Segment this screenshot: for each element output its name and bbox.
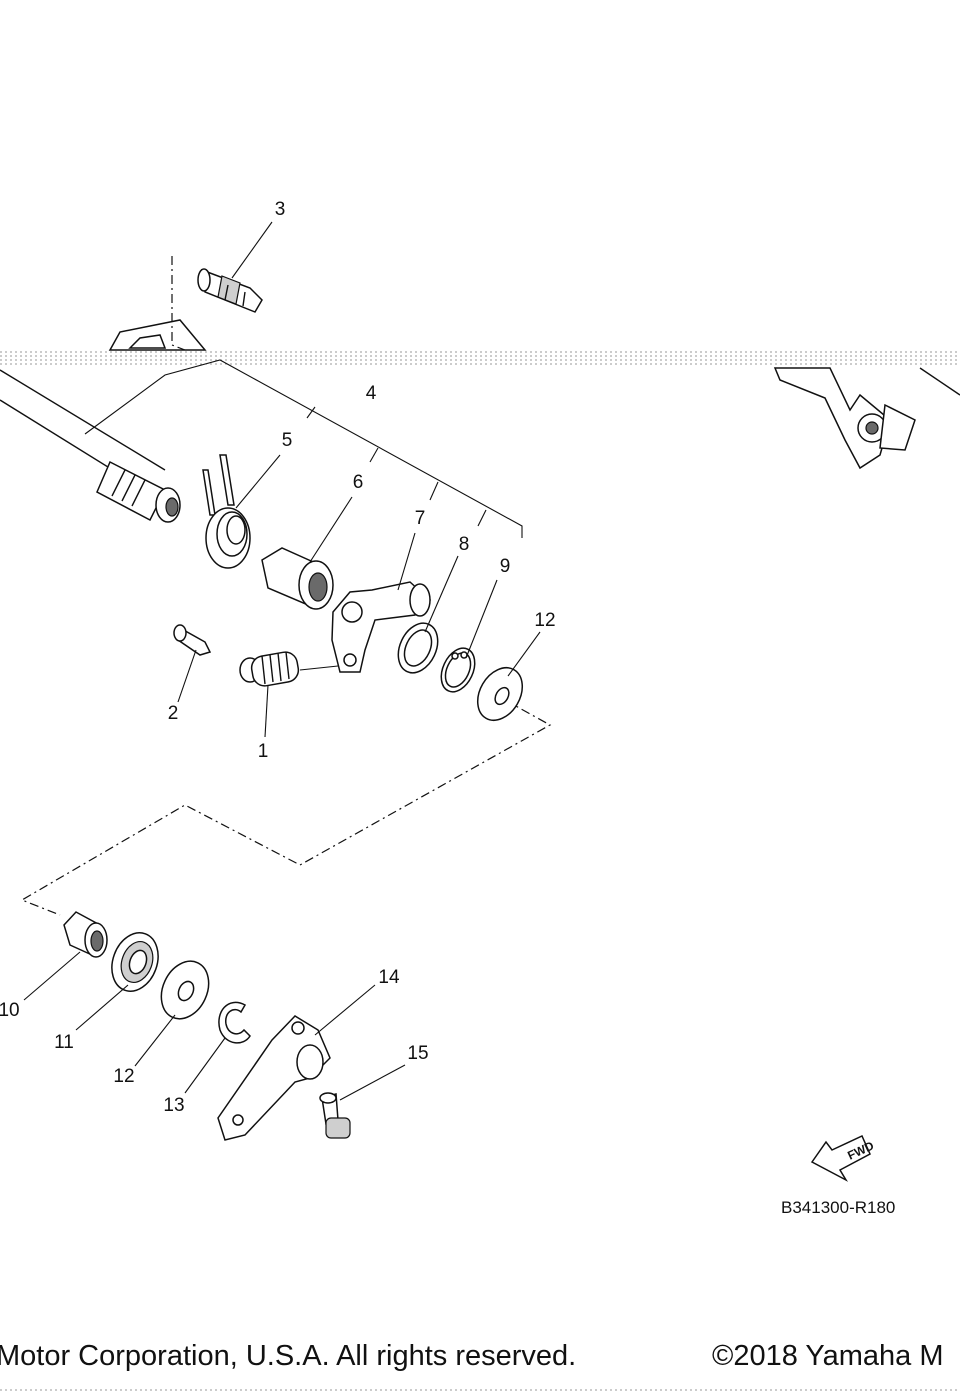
part-5-spring — [202, 454, 251, 569]
callout-2: 2 — [168, 703, 179, 724]
callout-13: 13 — [163, 1095, 184, 1116]
part-1-spring — [239, 651, 300, 687]
part-11-bearing — [111, 932, 159, 992]
callout-9: 9 — [500, 556, 511, 577]
callout-12-lower: 12 — [113, 1066, 134, 1087]
part-14-lever — [217, 1015, 331, 1141]
callout-6: 6 — [353, 472, 364, 493]
leader-lines — [23, 221, 541, 1101]
callout-7: 7 — [415, 508, 426, 529]
scan-noise-band — [0, 351, 960, 1391]
part-10-bearing — [63, 911, 108, 958]
part-2-pin — [173, 624, 212, 656]
part-7-arm — [331, 581, 432, 673]
callout-12-upper: 12 — [534, 610, 555, 631]
copyright-left: Motor Corporation, U.S.A. All rights res… — [0, 1340, 577, 1372]
fwd-arrow-icon: FWD — [810, 1134, 876, 1182]
drawing-code: B341300-R180 — [781, 1198, 895, 1217]
shift-shaft — [0, 369, 181, 523]
callout-11: 11 — [54, 1032, 74, 1053]
part-3-bolt — [197, 268, 263, 313]
callout-14: 14 — [378, 967, 400, 988]
callout-8: 8 — [459, 534, 470, 555]
callout-5: 5 — [282, 430, 293, 451]
shift-lever-assembly — [773, 367, 960, 470]
part-13-clip — [218, 1001, 251, 1044]
callout-10: 10 — [0, 1000, 20, 1021]
callout-4: 4 — [366, 383, 377, 404]
callout-15: 15 — [407, 1043, 428, 1064]
part-8-washer — [397, 622, 439, 674]
stopper-bracket — [108, 319, 207, 351]
copyright-right: ©2018 Yamaha M — [712, 1340, 944, 1372]
guide-line-middle — [20, 699, 552, 916]
part-9-circlip — [440, 647, 476, 693]
part-15-bolt — [319, 1092, 351, 1139]
part-6-collar — [261, 547, 334, 610]
callout-1: 1 — [258, 741, 269, 762]
guide-line-top — [171, 256, 186, 351]
part-12-washer-lower — [160, 960, 210, 1020]
part-12-washer-upper — [476, 667, 524, 721]
callout-3: 3 — [275, 199, 286, 220]
